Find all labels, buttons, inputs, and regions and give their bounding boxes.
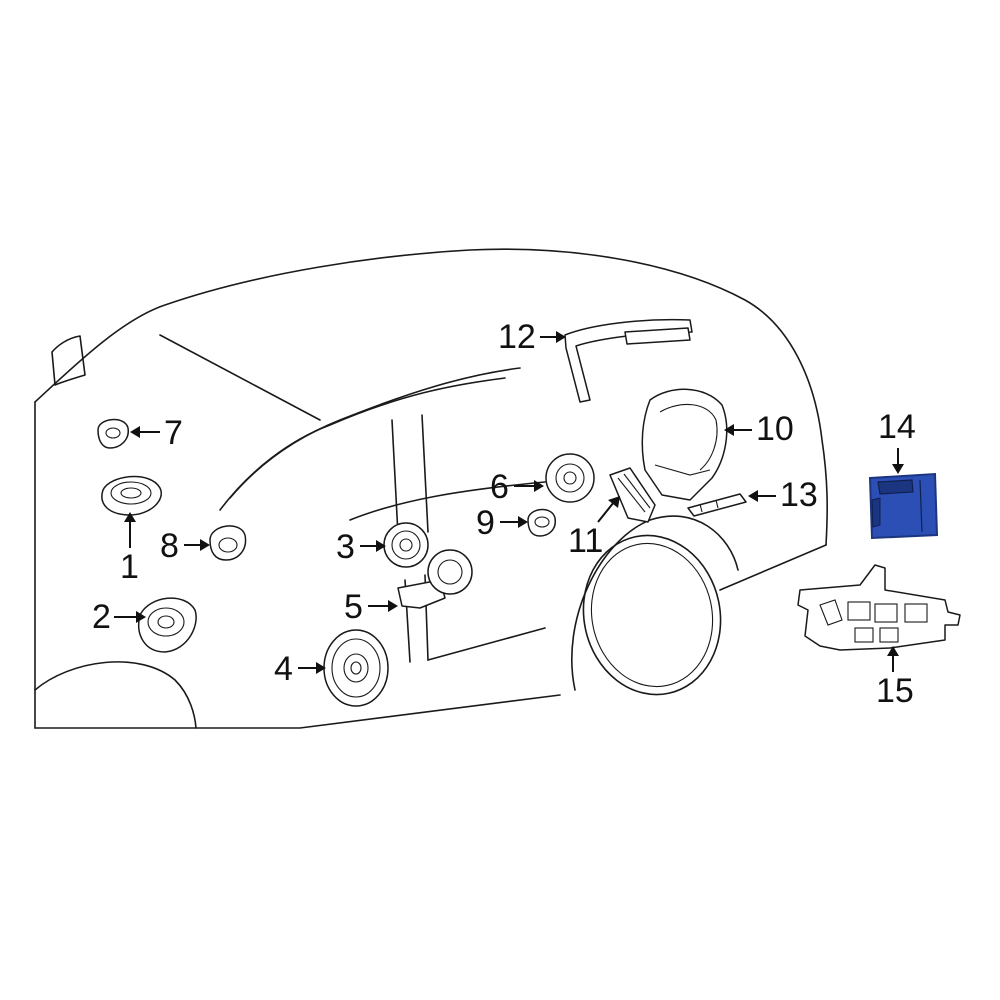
part-1-speaker[interactable] <box>101 475 162 516</box>
callout-7: 7 <box>164 414 183 452</box>
callout-13: 13 <box>780 476 818 514</box>
callout-12: 12 <box>498 318 536 356</box>
callout-5: 5 <box>344 588 363 626</box>
callout-2: 2 <box>92 598 111 636</box>
callout-6: 6 <box>490 468 509 506</box>
callout-11: 11 <box>568 522 603 560</box>
part-3-speaker[interactable] <box>383 522 429 568</box>
callouts: 1 2 3 4 5 6 7 8 9 10 <box>92 318 916 710</box>
part-15-bracket[interactable] <box>797 564 961 651</box>
callout-14: 14 <box>878 408 916 446</box>
part-2-speaker[interactable] <box>138 597 197 653</box>
part-4-woofer[interactable] <box>323 629 389 707</box>
callout-10: 10 <box>756 410 794 448</box>
car-body-outline <box>34 248 828 729</box>
part-13-connector[interactable] <box>687 493 747 517</box>
part-10-enclosure[interactable] <box>641 388 728 501</box>
part-7-tweeter[interactable] <box>97 418 129 449</box>
callout-8: 8 <box>160 527 179 565</box>
part-14-amplifier[interactable] <box>868 472 939 540</box>
callout-1: 1 <box>120 548 139 586</box>
callout-15: 15 <box>876 672 914 710</box>
callout-9: 9 <box>476 504 495 542</box>
part-11-grille[interactable] <box>609 467 656 523</box>
part-9-tweeter[interactable] <box>527 508 557 537</box>
part-6-speaker[interactable] <box>545 453 595 503</box>
part-12-bracket[interactable] <box>564 318 693 403</box>
callout-4: 4 <box>274 650 293 688</box>
callout-3: 3 <box>336 528 355 566</box>
part-8-tweeter[interactable] <box>209 525 247 561</box>
part-5-bracket[interactable] <box>397 549 473 609</box>
